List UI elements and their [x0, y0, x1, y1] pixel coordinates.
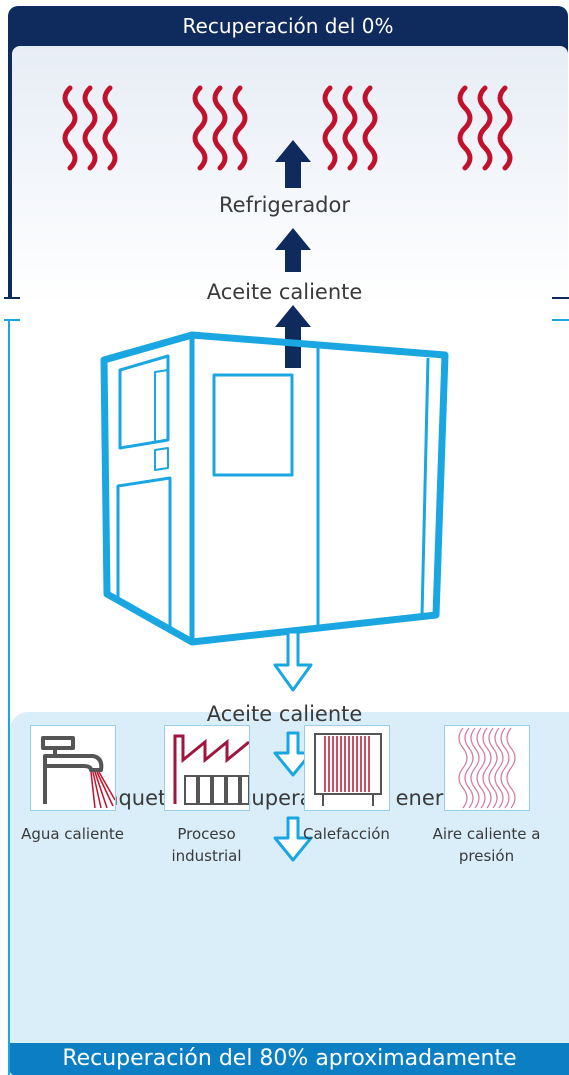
zero-recovery-panel: Recuperación del 0% — [8, 6, 568, 304]
radiator-icon — [313, 733, 382, 806]
upward-arrow-icon — [275, 140, 311, 368]
recovery-bracket — [8, 320, 569, 1075]
cooler-label: Refrigerador — [219, 193, 350, 217]
factory-icon — [173, 734, 250, 805]
eighty-recovery-title: Recuperación del 80% aproximadamente — [62, 1046, 517, 1071]
use-heating: Calefacción — [284, 725, 409, 845]
recovery-uses: Agua caliente Proceso industrial — [10, 725, 569, 1043]
use-hot-water: Agua caliente — [10, 725, 135, 845]
downward-arrow-icon — [273, 630, 313, 862]
use-pressurized-hot-air-label: Aire caliente a presión — [432, 825, 541, 865]
use-industrial-process-label: Proceso industrial — [171, 825, 242, 865]
use-hot-water-label: Agua caliente — [21, 825, 124, 843]
faucet-icon — [40, 736, 116, 809]
hot-oil-down-label: Aceite caliente — [206, 702, 363, 726]
use-heating-label: Calefacción — [303, 825, 390, 843]
use-hot-water-box — [29, 725, 116, 811]
use-industrial-process-box — [163, 725, 250, 811]
use-pressurized-hot-air-box — [443, 725, 530, 811]
hot-oil-up-label: Aceite caliente — [206, 280, 363, 304]
compressor-icon — [100, 331, 449, 646]
heat-waves-icon — [62, 85, 513, 171]
recovery-package-label: Paquete de recuperación de energía — [93, 786, 476, 810]
zero-recovery-title: Recuperación del 0% — [182, 14, 394, 38]
use-heating-box — [303, 725, 390, 811]
recovery-band: Recuperación del 80% aproximadamente — [10, 1043, 569, 1075]
use-industrial-process: Proceso industrial — [144, 725, 269, 867]
use-pressurized-hot-air: Aire caliente a presión — [424, 725, 549, 867]
hot-air-icon — [457, 727, 516, 809]
